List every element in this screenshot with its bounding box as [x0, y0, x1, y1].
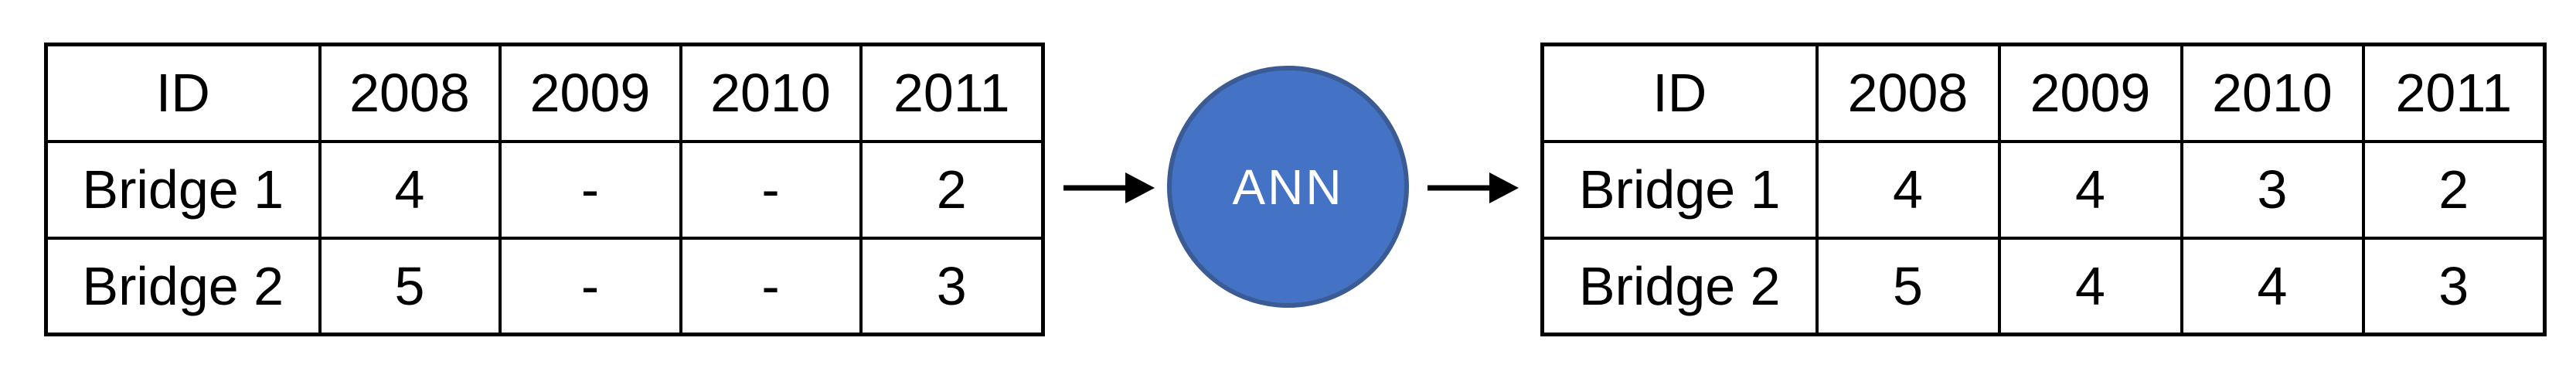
- column-header-id: ID: [44, 43, 322, 143]
- output-table: ID 2008 2009 2010 2011 Bridge 1 4 4 3 2 …: [1540, 43, 2547, 336]
- header-row: ID 2008 2009 2010 2011: [44, 43, 1045, 143]
- value-cell: 5: [318, 236, 502, 336]
- value-cell: -: [679, 236, 863, 336]
- header-row: ID 2008 2009 2010 2011: [1540, 43, 2547, 143]
- row-label: Bridge 2: [44, 236, 322, 336]
- ann-node-label: ANN: [1232, 159, 1344, 215]
- table-row: Bridge 1 4 - - 2: [44, 139, 1045, 240]
- row-label: Bridge 1: [1540, 139, 1819, 240]
- table-row: Bridge 2 5 - - 3: [44, 236, 1045, 336]
- column-header-2011: 2011: [2361, 43, 2547, 143]
- value-cell: 3: [2361, 236, 2547, 336]
- value-cell: 2: [2361, 139, 2547, 240]
- column-header-2010: 2010: [679, 43, 863, 143]
- value-cell: 5: [1815, 236, 2001, 336]
- row-label: Bridge 2: [1540, 236, 1819, 336]
- value-cell: 4: [1815, 139, 2001, 240]
- value-cell: 2: [859, 139, 1045, 240]
- column-header-2008: 2008: [1815, 43, 2001, 143]
- input-table: ID 2008 2009 2010 2011 Bridge 1 4 - - 2 …: [44, 43, 1045, 336]
- value-cell: 4: [1997, 139, 2183, 240]
- value-cell: -: [498, 236, 682, 336]
- ann-node: ANN: [1167, 66, 1409, 308]
- table-row: Bridge 1 4 4 3 2: [1540, 139, 2547, 240]
- column-header-2008: 2008: [318, 43, 502, 143]
- column-header-2009: 2009: [1997, 43, 2183, 143]
- value-cell: -: [498, 139, 682, 240]
- value-cell: 4: [318, 139, 502, 240]
- arrow-right-icon: [1428, 163, 1520, 213]
- arrow-right-icon: [1063, 163, 1156, 213]
- table-row: Bridge 2 5 4 4 3: [1540, 236, 2547, 336]
- row-label: Bridge 1: [44, 139, 322, 240]
- value-cell: 4: [1997, 236, 2183, 336]
- value-cell: 3: [2180, 139, 2365, 240]
- column-header-2011: 2011: [859, 43, 1045, 143]
- column-header-2009: 2009: [498, 43, 682, 143]
- column-header-2010: 2010: [2180, 43, 2365, 143]
- value-cell: 3: [859, 236, 1045, 336]
- value-cell: -: [679, 139, 863, 240]
- column-header-id: ID: [1540, 43, 1819, 143]
- value-cell: 4: [2180, 236, 2365, 336]
